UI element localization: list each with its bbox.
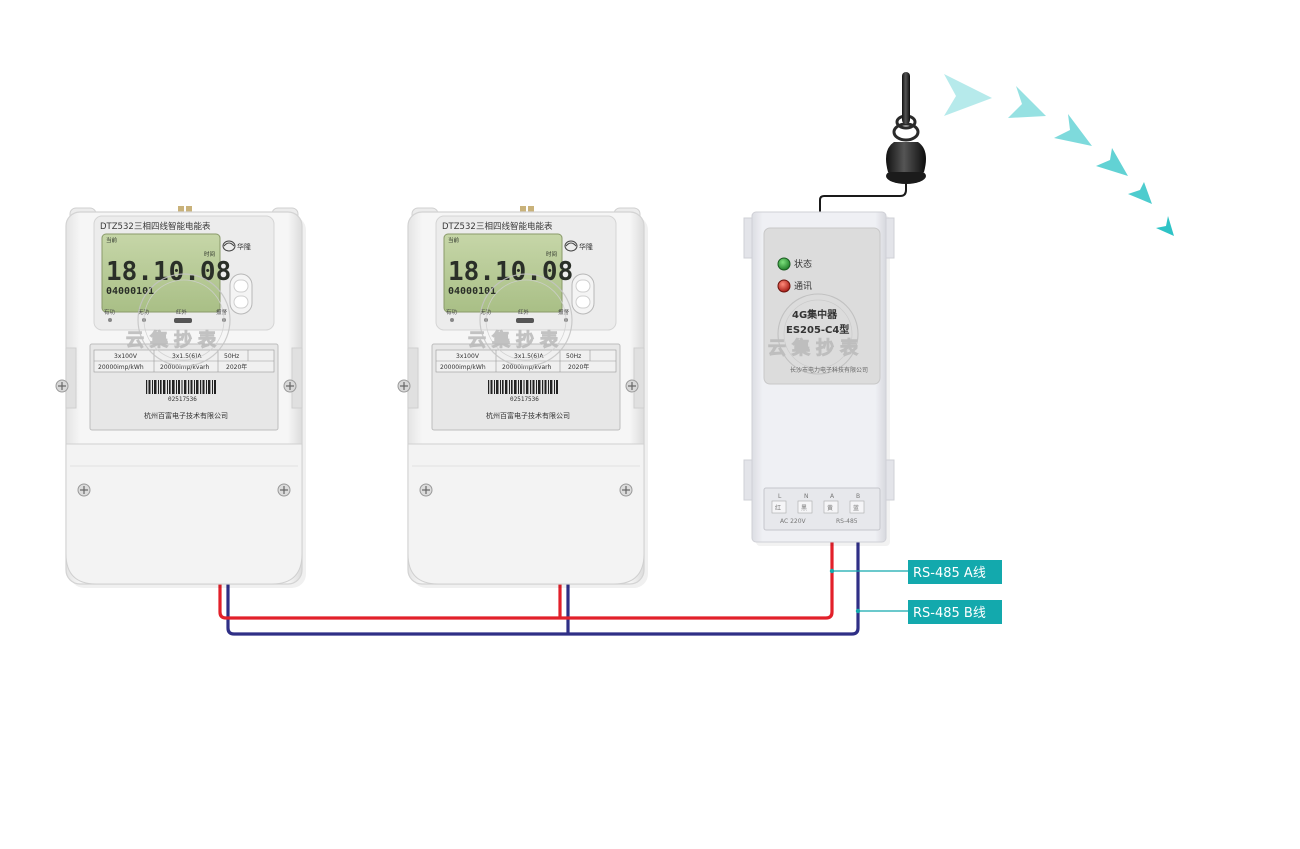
concentrator-model: ES205-C4型 (786, 323, 849, 336)
spec-reactive-constant: 20000imp/kvarh (160, 364, 209, 371)
watermark-text: 云集抄表 (468, 329, 564, 351)
lcd-label-time: 时间 (546, 250, 557, 258)
meter-company: 杭州百富电子技术有限公司 (486, 411, 570, 420)
spec-active-constant: 20000imp/kWh (98, 364, 144, 371)
concentrator-name: 4G集中器 (792, 308, 838, 321)
rs485-wiring (218, 541, 860, 636)
terminal-letter: A (830, 493, 835, 500)
lcd-reading: 18.10.08 (106, 257, 231, 287)
electric-meter-2: DTZ532 三相四线智能电能表 华隆 当前 时间 18.10.08 04000… (397, 205, 649, 589)
comm-led-label: 通讯 (794, 281, 812, 292)
status-led-icon (777, 257, 791, 271)
concentrator-4g: 状态 通讯 云集抄表 4G集中器 ES205-C4型 长沙市电力电子科技有限公司… (743, 211, 895, 546)
lcd-code: 04000101 (106, 286, 154, 297)
wireless-signal-icon (944, 74, 1174, 236)
spec-frequency: 50Hz (224, 353, 239, 360)
electric-meter-1: DTZ532 三相四线智能电能表 华隆 当前 时间 18.10.08 04000… (55, 205, 307, 589)
lcd-label-current: 当前 (448, 236, 460, 244)
terminal-letter: L (778, 493, 782, 500)
terminal-wire-color: 红 (775, 504, 781, 512)
terminal-note-power: AC 220V (780, 518, 807, 525)
terminal-note-rs485: RS-485 (836, 518, 858, 525)
lcd-reading: 18.10.08 (448, 257, 573, 287)
meter-company: 杭州百富电子技术有限公司 (144, 411, 228, 420)
wire-label-a-text: RS-485 A线 (913, 566, 986, 581)
watermark-seal: 云集抄表 (468, 273, 573, 367)
signal-arrow (1008, 86, 1046, 118)
wire-label-b-text: RS-485 B线 (913, 606, 986, 621)
spec-current: 3x1.5(6)A (514, 353, 544, 360)
watermark-seal: 云集抄表 (126, 273, 231, 367)
terminal-letter: N (804, 493, 809, 500)
lcd-label-current: 当前 (106, 236, 118, 244)
watermark-seal: 云集抄表 (768, 293, 864, 375)
meter-title: 三相四线智能电能表 (134, 221, 211, 232)
terminal-wire-color: 黄 (827, 504, 833, 512)
lcd-code: 04000101 (448, 286, 496, 297)
brand-name: 华隆 (237, 242, 251, 251)
concentrator-maker: 长沙市电力电子科技有限公司 (790, 366, 868, 374)
watermark-text: 云集抄表 (126, 329, 222, 351)
meter-model: DTZ532 (442, 222, 476, 232)
indicator-label: 有功 (104, 308, 116, 316)
terminal-wire-color: 黑 (801, 505, 807, 512)
wire-label-b: RS-485 B线 (855, 600, 1002, 624)
spec-active-constant: 20000imp/kWh (440, 364, 486, 371)
spec-voltage: 3x100V (456, 353, 480, 360)
spec-frequency: 50Hz (566, 353, 581, 360)
signal-arrow (944, 74, 992, 116)
signal-arrow (1128, 182, 1152, 204)
wire-a-red (218, 541, 834, 620)
brand-logo-icon (564, 240, 578, 252)
indicator-label: 无功 (480, 308, 492, 316)
spec-year: 2020年 (226, 363, 247, 371)
comm-led-icon (777, 279, 791, 293)
meter-model: DTZ532 (100, 222, 134, 232)
spec-reactive-constant: 20000imp/kvarh (502, 364, 551, 371)
antenna-cable (819, 182, 907, 212)
spec-year: 2020年 (568, 363, 589, 371)
watermark-text: 云集抄表 (768, 337, 864, 359)
wire-label-a: RS-485 A线 (829, 560, 1002, 584)
spec-current: 3x1.5(6)A (172, 353, 202, 360)
lcd-label-time: 时间 (204, 250, 215, 258)
indicator-label: 有功 (446, 308, 458, 316)
brand-name: 华隆 (579, 242, 593, 251)
indicator-label: 报警 (558, 308, 570, 316)
indicator-label: 红外 (176, 308, 188, 316)
indicator-label: 报警 (216, 308, 228, 316)
meter-title: 三相四线智能电能表 (476, 221, 553, 232)
signal-arrow (1054, 114, 1092, 146)
indicator-label: 无功 (138, 308, 150, 316)
terminal-letter: B (856, 493, 860, 500)
meter-serial: 02517536 (168, 396, 197, 403)
wire-b-blue (226, 541, 860, 636)
signal-arrow (1156, 216, 1174, 236)
status-led-label: 状态 (794, 258, 812, 270)
spec-voltage: 3x100V (114, 353, 138, 360)
antenna-icon (819, 72, 926, 212)
indicator-label: 红外 (518, 308, 530, 316)
terminal-wire-color: 蓝 (853, 504, 859, 512)
meter-serial: 02517536 (510, 396, 539, 403)
brand-logo-icon (222, 240, 236, 252)
signal-arrow (1096, 148, 1128, 176)
